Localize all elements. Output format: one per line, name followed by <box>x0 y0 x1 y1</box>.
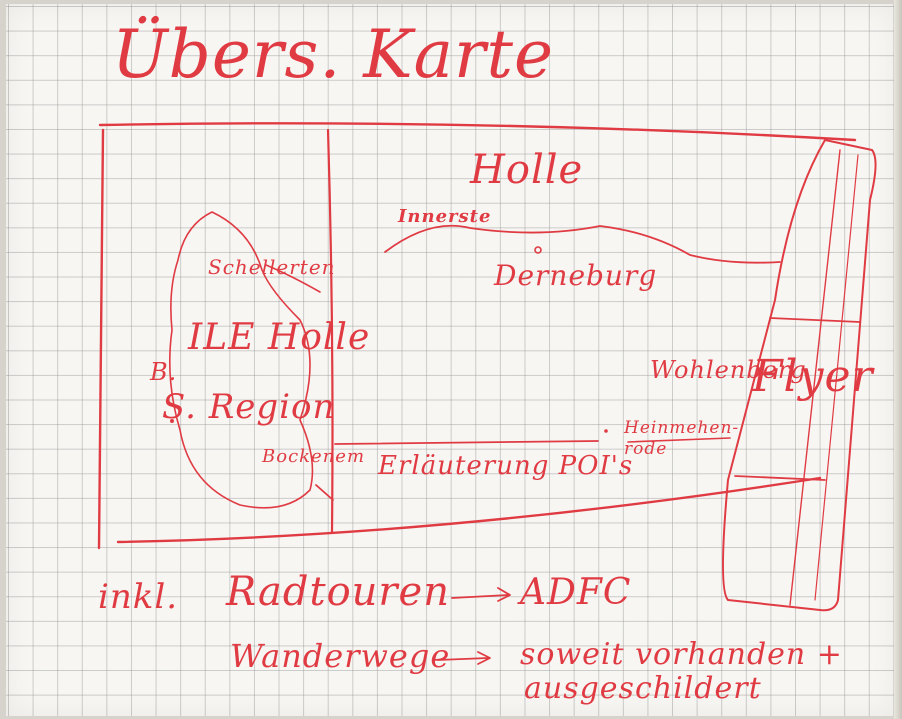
note-wanderwege: Wanderwege <box>230 637 451 675</box>
label-flyer: Flyer <box>752 351 874 402</box>
paper-edge <box>894 0 902 719</box>
flyer-inner-line-2 <box>814 154 859 601</box>
arrow-adfc <box>451 587 511 602</box>
map-frame-top-line <box>98 122 857 142</box>
note-ausgeschildert: ausgeschildert <box>524 671 762 706</box>
note-soweit: soweit vorhanden + <box>520 637 843 672</box>
page-title: Übers. Karte <box>112 16 555 93</box>
label-poi: Erläuterung POI's <box>378 451 634 481</box>
arrow-wanderwege <box>437 651 491 665</box>
label-derneburg: Derneburg <box>494 259 658 292</box>
label-holle: Holle <box>470 147 584 193</box>
flyer-outline <box>722 139 877 612</box>
map-frame-bottom-line <box>116 476 822 544</box>
map-frame-divider-line <box>326 128 334 534</box>
heinmehen-dot <box>604 429 608 433</box>
flyer-fold-1 <box>769 317 861 323</box>
poi-underline <box>627 437 731 443</box>
grid-paper-sheet <box>6 4 896 716</box>
pointer-line <box>315 484 334 501</box>
flyer-inner-line <box>789 149 841 606</box>
label-schellerten: Schellerten <box>208 255 336 279</box>
map-frame-left-line <box>97 128 105 550</box>
flyer-fold-2 <box>734 475 826 481</box>
label-bockenem: Bockenem <box>262 446 366 467</box>
label-region: S. Region <box>162 387 336 427</box>
note-radtouren: Radtouren <box>226 569 450 615</box>
strike-line <box>265 264 321 293</box>
note-adfc: ADFC <box>520 572 632 613</box>
derneburg-dot <box>534 246 542 254</box>
ile-region-outline <box>169 211 314 509</box>
label-innerste: Innerste <box>398 206 492 227</box>
region-dot <box>170 419 174 423</box>
river-line <box>384 224 781 264</box>
label-b: B. <box>150 358 178 386</box>
label-flyer-prefix: Wohlenberg <box>650 356 807 384</box>
poi-line <box>334 440 599 445</box>
note-inkl: inkl. <box>98 577 179 617</box>
label-heinmehenrode: Heinmehen-rode <box>624 418 740 460</box>
label-ile-holle: ILE Holle <box>188 317 371 358</box>
